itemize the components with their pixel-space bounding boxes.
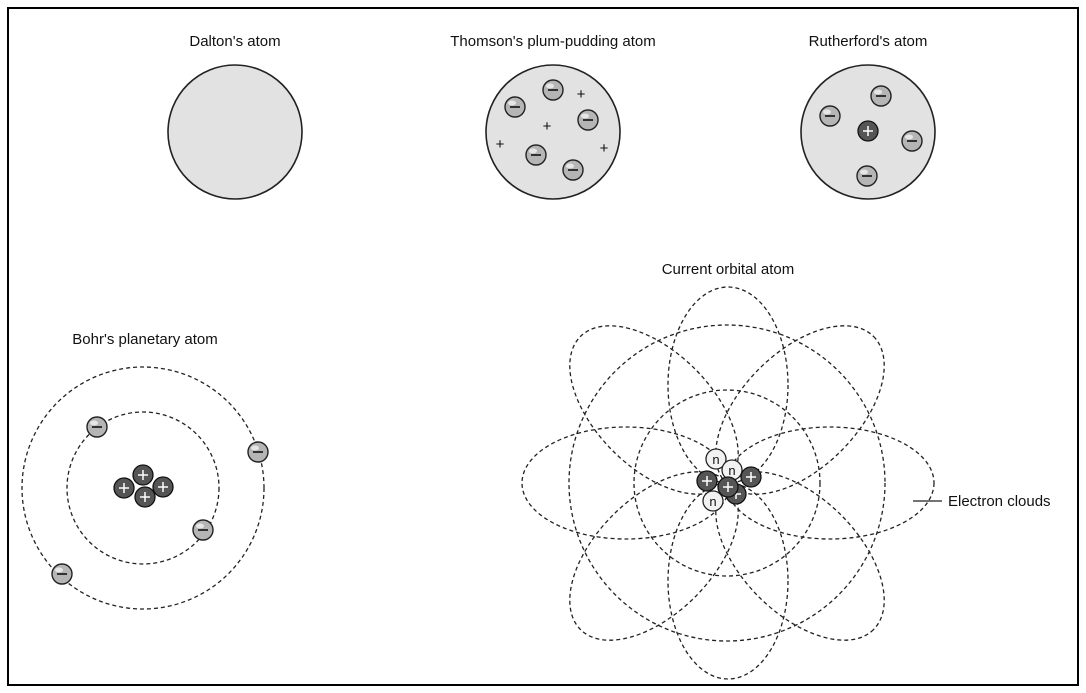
bohr-nucleus — [114, 465, 173, 507]
proton — [741, 467, 761, 487]
thomson-atom: Thomson's plum-pudding atom + + + + — [450, 33, 655, 199]
proton — [718, 477, 738, 497]
neutron-symbol: n — [712, 452, 719, 467]
thomson-label: Thomson's plum-pudding atom — [450, 33, 655, 50]
positive-charge: + — [600, 140, 609, 157]
dalton-sphere — [168, 65, 302, 199]
bohr-atom: Bohr's planetary atom — [22, 331, 268, 609]
positive-charge: + — [543, 118, 552, 135]
orbital-label: Current orbital atom — [662, 261, 795, 278]
orbital-lobe — [668, 483, 788, 679]
electron — [505, 97, 525, 117]
electron — [193, 520, 213, 540]
electron — [563, 160, 583, 180]
proton — [135, 487, 155, 507]
proton — [697, 471, 717, 491]
electron — [543, 80, 563, 100]
orbital-lobe — [685, 441, 914, 670]
electron — [87, 417, 107, 437]
rutherford-atom: Rutherford's atom — [801, 33, 935, 199]
electron — [248, 442, 268, 462]
rutherford-label: Rutherford's atom — [809, 33, 928, 50]
bohr-label: Bohr's planetary atom — [72, 331, 217, 348]
proton — [133, 465, 153, 485]
proton — [114, 478, 134, 498]
electron — [857, 166, 877, 186]
positive-charge: + — [577, 86, 586, 103]
electron — [526, 145, 546, 165]
electron — [902, 131, 922, 151]
neutron-symbol: n — [728, 463, 735, 478]
electron-clouds-label: Electron clouds — [948, 493, 1051, 510]
nucleus-proton — [858, 121, 878, 141]
orbital-nucleus: n n n — [697, 449, 761, 511]
dalton-label: Dalton's atom — [189, 33, 280, 50]
proton — [153, 477, 173, 497]
neutron-symbol: n — [709, 494, 716, 509]
electron — [578, 110, 598, 130]
orbital-lobe — [668, 287, 788, 483]
orbital-atom: Current orbital atom n n n Electro — [522, 261, 1051, 679]
electron — [871, 86, 891, 106]
electron — [820, 106, 840, 126]
positive-charge: + — [496, 136, 505, 153]
electron — [52, 564, 72, 584]
dalton-atom: Dalton's atom — [168, 33, 302, 199]
